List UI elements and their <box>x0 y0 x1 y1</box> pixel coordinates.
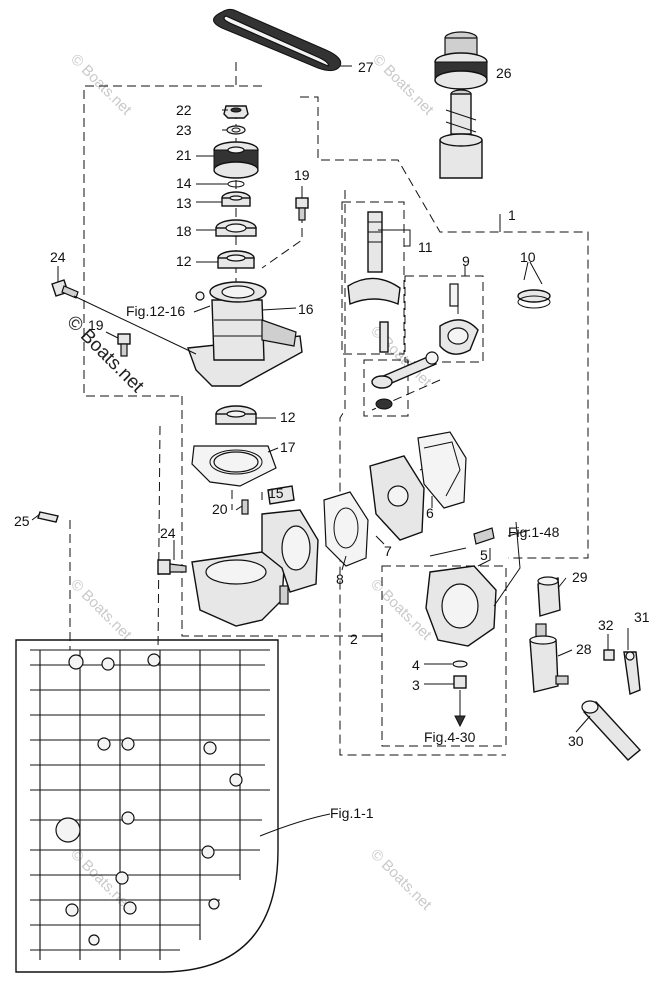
callout-12a: 12 <box>176 253 192 269</box>
inset-engine-block <box>15 639 279 973</box>
callout-10: 10 <box>520 249 536 265</box>
lower-bearing-gasket <box>191 405 277 487</box>
bolt-24-upper <box>51 279 79 299</box>
callout-17: 17 <box>280 439 296 455</box>
callout-5: 5 <box>480 547 488 563</box>
gaskets-plates <box>323 431 467 567</box>
fig-ref-1-48: Fig.1-48 <box>508 524 560 540</box>
watermark-dark: © Boats.net <box>62 312 148 398</box>
callout-15: 15 <box>268 485 284 501</box>
callout-31: 31 <box>634 609 650 625</box>
callout-3: 3 <box>412 677 420 693</box>
callout-8: 8 <box>336 571 344 587</box>
callout-18: 18 <box>176 223 192 239</box>
pulley-and-shaft <box>434 31 488 179</box>
callout-19a: 19 <box>294 167 310 183</box>
watermark-7: © Boats.net <box>367 846 435 914</box>
callout-9: 9 <box>462 253 470 269</box>
pins <box>37 499 249 523</box>
callout-32: 32 <box>598 617 614 633</box>
callout-6: 6 <box>426 505 434 521</box>
watermark-5: © Boats.net <box>367 576 435 644</box>
bolt-19-lower <box>117 333 131 357</box>
upper-stack <box>213 105 259 269</box>
callout-29: 29 <box>572 569 588 585</box>
watermark-4: © Boats.net <box>67 576 135 644</box>
callout-25: 25 <box>14 513 30 529</box>
callout-7: 7 <box>384 543 392 559</box>
callout-13: 13 <box>176 195 192 211</box>
bolt-19-upper <box>295 197 309 221</box>
crankshaft-11 <box>347 211 401 353</box>
fig-ref-12-16: Fig.12-16 <box>126 303 185 319</box>
callout-26: 26 <box>496 65 512 81</box>
callout-28: 28 <box>576 641 592 657</box>
watermark-1: © Boats.net <box>67 51 135 119</box>
bolt-24-lower <box>157 559 187 575</box>
pump-body-15 <box>191 485 319 627</box>
assembly-outlines <box>69 62 589 756</box>
callout-24b: 24 <box>160 525 176 541</box>
callout-27: 27 <box>358 59 374 75</box>
callout-1: 1 <box>508 207 516 223</box>
callout-21: 21 <box>176 147 192 163</box>
callout-20: 20 <box>212 501 228 517</box>
callout-23: 23 <box>176 122 192 138</box>
connecting-rod <box>371 351 439 410</box>
watermark-2: © Boats.net <box>369 51 437 119</box>
callout-19b: 19 <box>88 317 104 333</box>
callout-16: 16 <box>298 301 314 317</box>
callout-30: 30 <box>568 733 584 749</box>
callout-22: 22 <box>176 102 192 118</box>
callout-11: 11 <box>418 239 433 255</box>
callout-24a: 24 <box>50 249 66 265</box>
callout-2: 2 <box>350 631 358 647</box>
callout-14: 14 <box>176 175 192 191</box>
housing-16 <box>187 281 303 387</box>
fitting-group <box>529 576 642 761</box>
callout-4: 4 <box>412 657 420 673</box>
leader-lines <box>31 109 629 837</box>
fig-ref-1-1: Fig.1-1 <box>330 805 374 821</box>
fig-ref-4-30: Fig.4-30 <box>424 729 476 745</box>
callout-12b: 12 <box>280 409 296 425</box>
callout-labels: 1 2 3 4 5 6 7 8 9 10 11 12 12 13 14 15 1… <box>14 59 650 749</box>
timing-belt <box>213 8 352 72</box>
inset-fittings <box>55 653 243 946</box>
figure-references: Fig.12-16 Fig.1-48 Fig.4-30 Fig.1-1 <box>126 303 560 821</box>
pump-cover-2 <box>425 527 497 728</box>
piston-assembly <box>439 283 551 355</box>
